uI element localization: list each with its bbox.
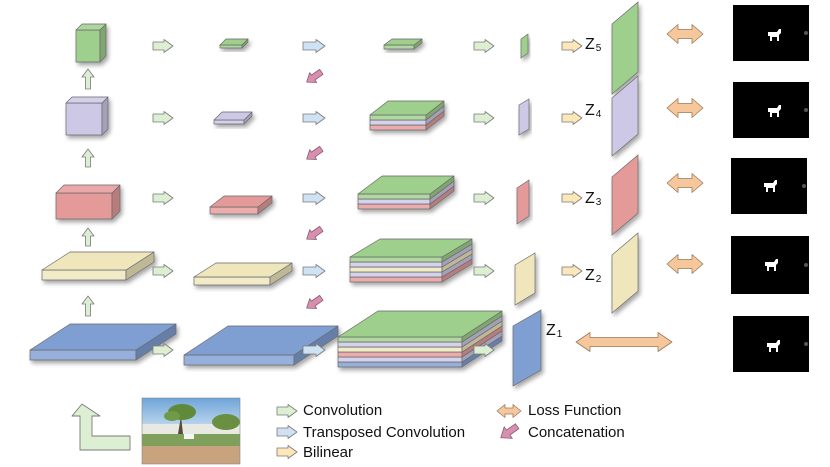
side-output-label-z4: Z4 <box>585 102 602 120</box>
legend-label-concatenation: Concatenation <box>528 424 625 441</box>
side-output-label-z2: Z2 <box>585 267 602 285</box>
conv-arrow-row3-b <box>473 191 495 205</box>
conv-arrow-row2-b <box>473 264 495 278</box>
animal-mask-shape <box>764 180 777 192</box>
conv-arrow-row4-b <box>473 111 495 125</box>
legend-icon-loss-function <box>496 404 522 418</box>
side-plane-2 <box>514 252 536 306</box>
conv-arrow-row1-b <box>473 343 495 357</box>
transposed-arrow-row2 <box>302 264 326 278</box>
reduced-block-5 <box>219 38 249 49</box>
conv-arrow-row5-b <box>473 39 495 53</box>
upsampled-plane-4 <box>611 75 639 157</box>
concat-arrow-3 <box>306 225 324 240</box>
legend-icon-bilinear <box>276 445 298 459</box>
conv-arrow-up-1 <box>81 295 95 317</box>
animal-mask-shape <box>768 105 781 117</box>
upsampled-plane-5 <box>611 1 639 95</box>
loss-arrow-row3 <box>666 173 704 193</box>
conv-arrow-row1-a <box>152 343 174 357</box>
bilinear-arrow-row2 <box>561 264 583 278</box>
animal-mask-shape <box>768 29 781 41</box>
legend-label-loss-function: Loss Function <box>528 402 622 419</box>
decoder-stack-4 <box>369 100 445 131</box>
bilinear-arrow-row4 <box>561 111 583 125</box>
side-output-label-z3: Z3 <box>585 190 602 208</box>
encoder-block-1 <box>29 323 177 361</box>
transposed-arrow-row1 <box>302 343 326 357</box>
input-photo <box>141 397 241 465</box>
animal-mask-shape <box>767 340 780 352</box>
encoder-block-3 <box>55 184 121 220</box>
conv-arrow-row2-a <box>152 264 174 278</box>
legend-label-convolution: Convolution <box>303 402 383 419</box>
side-plane-1 <box>512 309 542 387</box>
upsampled-plane-3 <box>611 154 639 236</box>
side-plane-3 <box>516 179 530 225</box>
bilinear-arrow-row3 <box>561 191 583 205</box>
legend-icon-convolution <box>276 404 298 418</box>
upsampled-plane-2 <box>611 232 639 314</box>
mask-image-2 <box>731 236 809 294</box>
side-output-label-z5: Z5 <box>585 36 602 54</box>
conv-arrow-row5-a <box>152 39 174 53</box>
concat-arrow-2 <box>306 145 324 160</box>
concat-arrow-4 <box>306 294 324 309</box>
loss-arrow-row4 <box>666 98 704 118</box>
conv-arrow-up-2 <box>81 227 95 247</box>
mask-image-4 <box>733 82 809 138</box>
loss-arrow-row2 <box>666 254 704 274</box>
decoder-stack-3 <box>357 175 455 210</box>
encoder-block-5 <box>75 23 107 63</box>
mask-image-5 <box>733 5 809 61</box>
reduced-block-4 <box>213 111 253 125</box>
transposed-arrow-row3 <box>302 191 326 205</box>
loss-arrow-row5 <box>666 24 704 44</box>
transposed-arrow-row5 <box>302 39 326 53</box>
reduced-block-2 <box>193 262 293 286</box>
reduced-block-1 <box>183 325 339 366</box>
conv-arrow-up-4 <box>81 68 95 90</box>
decoder-stack-2 <box>349 238 473 283</box>
side-plane-5 <box>520 33 529 59</box>
input-elbow-arrow <box>71 403 131 451</box>
encoder-block-4 <box>65 96 109 136</box>
concat-arrow-1 <box>306 68 324 83</box>
legend-icon-transposed-convolution <box>276 425 298 439</box>
reduced-block-3 <box>209 195 273 215</box>
mask-image-1 <box>733 316 809 372</box>
encoder-block-2 <box>41 251 155 281</box>
side-plane-4 <box>518 98 530 136</box>
legend-label-bilinear: Bilinear <box>303 444 354 461</box>
legend-label-transposed-convolution: Transposed Convolution <box>303 424 466 441</box>
animal-mask-shape <box>765 259 778 271</box>
bilinear-arrow-row5 <box>561 39 583 53</box>
mask-image-3 <box>731 158 807 214</box>
conv-arrow-row3-a <box>152 191 174 205</box>
decoder-stack-1 <box>337 310 503 368</box>
legend-icon-concatenation <box>500 423 520 439</box>
loss-arrow-row1 <box>575 332 673 352</box>
side-output-label-z1: Z1 <box>546 322 563 340</box>
conv-arrow-up-3 <box>81 148 95 168</box>
conv-arrow-row4-a <box>152 111 174 125</box>
decoder-stack-5 <box>383 38 423 50</box>
transposed-arrow-row4 <box>302 111 326 125</box>
